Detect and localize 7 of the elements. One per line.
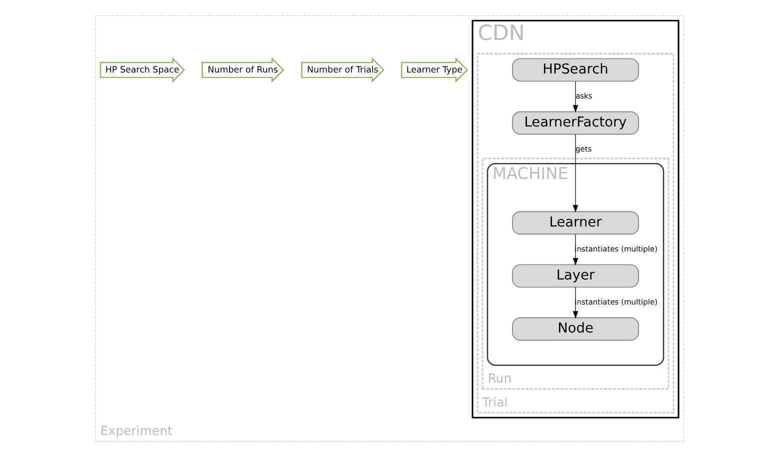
node-box: Learner xyxy=(512,211,640,235)
node-box: Node xyxy=(512,317,640,341)
node-box: LearnerFactory xyxy=(512,111,640,135)
arrow xyxy=(572,134,578,212)
node-box: Layer xyxy=(512,264,640,288)
arrow xyxy=(572,81,578,113)
node-box: HPSearch xyxy=(512,58,640,82)
